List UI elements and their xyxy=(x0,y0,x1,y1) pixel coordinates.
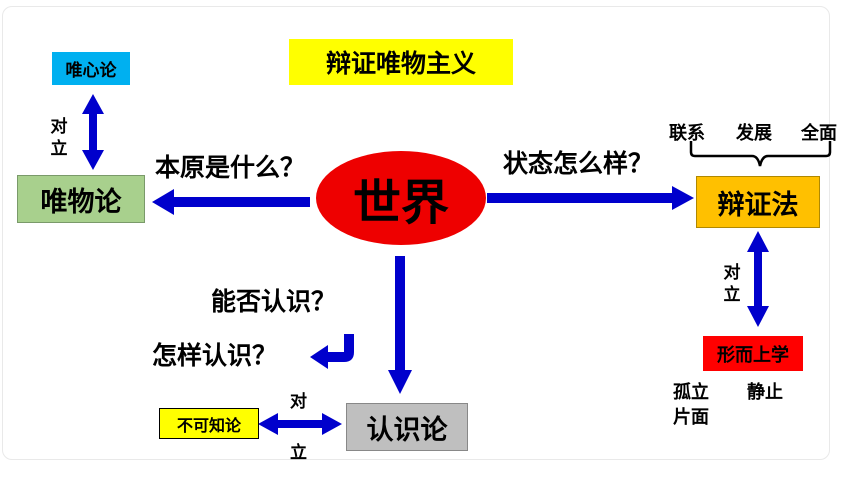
node-epistemology-text: 认识论 xyxy=(366,414,448,446)
dialectics-brace xyxy=(689,141,832,167)
opposition-left-char-2: 立 xyxy=(50,139,68,159)
question-origin: 本原是什么？ xyxy=(155,153,306,182)
node-materialism-text: 唯物论 xyxy=(40,186,122,218)
question-state: 状态怎么样？ xyxy=(503,149,654,178)
opposition-right-char-2: 立 xyxy=(723,285,741,305)
arrow-agnosticism-epistemology xyxy=(258,413,342,435)
arrow-to-materialism xyxy=(152,189,310,215)
feature-development: 发展 xyxy=(736,123,772,144)
node-agnosticism-text: 不可知论 xyxy=(176,415,241,435)
node-epistemology: 认识论 xyxy=(346,403,468,451)
diagram-title: 辩证唯物主义 xyxy=(289,39,513,85)
center-world: 世界 xyxy=(316,151,486,245)
question-can-know: 能否认识？ xyxy=(211,287,337,316)
node-metaphysics: 形而上学 xyxy=(703,336,803,371)
opposition-left-char-1: 对 xyxy=(50,117,68,137)
opposition-right-char-1: 对 xyxy=(723,263,741,283)
node-materialism: 唯物论 xyxy=(17,175,145,223)
feature-one-sided: 片面 xyxy=(673,407,709,428)
arrow-to-epistemology xyxy=(388,256,412,394)
arrow-dialectics-metaphysics xyxy=(747,231,769,327)
feature-static: 静止 xyxy=(747,382,783,403)
opposition-bottom-char-2: 立 xyxy=(290,443,307,463)
opposition-bottom-char-1: 对 xyxy=(290,392,307,412)
feature-isolated: 孤立 xyxy=(673,382,709,403)
opposition-left-label: 对 立 xyxy=(49,116,69,160)
hook-arrow xyxy=(310,334,354,369)
node-metaphysics-text: 形而上学 xyxy=(717,344,789,366)
node-idealism-text: 唯心论 xyxy=(65,61,117,81)
diagram-title-text: 辩证唯物主义 xyxy=(325,49,476,78)
question-how-know: 怎样认识？ xyxy=(152,341,278,370)
center-world-text: 世界 xyxy=(352,175,449,231)
node-dialectics-text: 辩证法 xyxy=(717,189,799,221)
arrow-materialism-idealism xyxy=(82,94,104,170)
node-dialectics: 辩证法 xyxy=(696,176,820,228)
node-idealism: 唯心论 xyxy=(52,52,130,85)
node-agnosticism: 不可知论 xyxy=(159,408,259,439)
opposition-right-label: 对 立 xyxy=(722,262,742,306)
arrow-to-dialectics xyxy=(487,186,694,210)
feature-comprehensive: 全面 xyxy=(801,123,837,144)
feature-connection: 联系 xyxy=(669,123,705,144)
